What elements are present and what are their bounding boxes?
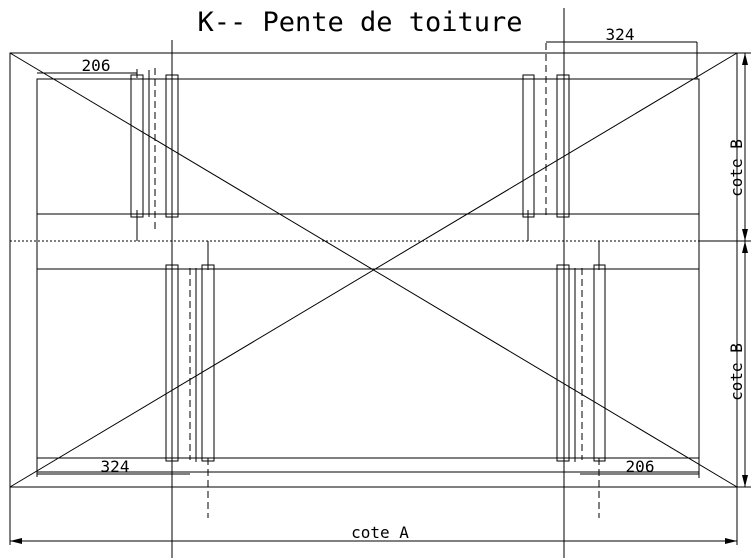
purlin-group-upper-right [522, 43, 570, 241]
drawing-title: K-- Pente de toiture [197, 7, 522, 38]
dimension-206-top-left: 206 [37, 56, 138, 78]
purlin-group-upper-left [130, 68, 179, 241]
inner-panel [36, 78, 700, 473]
dimension-324-top-right: 324 [546, 25, 698, 79]
roof-outline [9, 52, 738, 488]
outer-frame [9, 52, 738, 488]
horizontal-lines [10, 213, 737, 459]
axis-lines [171, 8, 565, 558]
dimension-324-top-right-label: 324 [606, 25, 635, 44]
dimension-324-bottom-left: 324 [36, 457, 190, 477]
purlin-group-lower-left [165, 241, 215, 518]
dimension-cote-b-upper-label: cote B [727, 139, 746, 197]
diagonals [9, 52, 738, 488]
dimension-cote-a-label: cote A [351, 523, 409, 542]
dimension-206-bottom-right-label: 206 [626, 457, 655, 476]
dimension-206-top-left-label: 206 [82, 56, 111, 75]
dimension-cote-b: cote B cote B [699, 52, 751, 488]
purlin-group-lower-right [556, 241, 606, 518]
dimension-324-bottom-left-label: 324 [101, 457, 130, 476]
dimension-cote-a: cote A [9, 487, 738, 545]
dimension-206-bottom-right: 206 [580, 457, 700, 478]
dimension-cote-b-lower-label: cote B [727, 343, 746, 401]
